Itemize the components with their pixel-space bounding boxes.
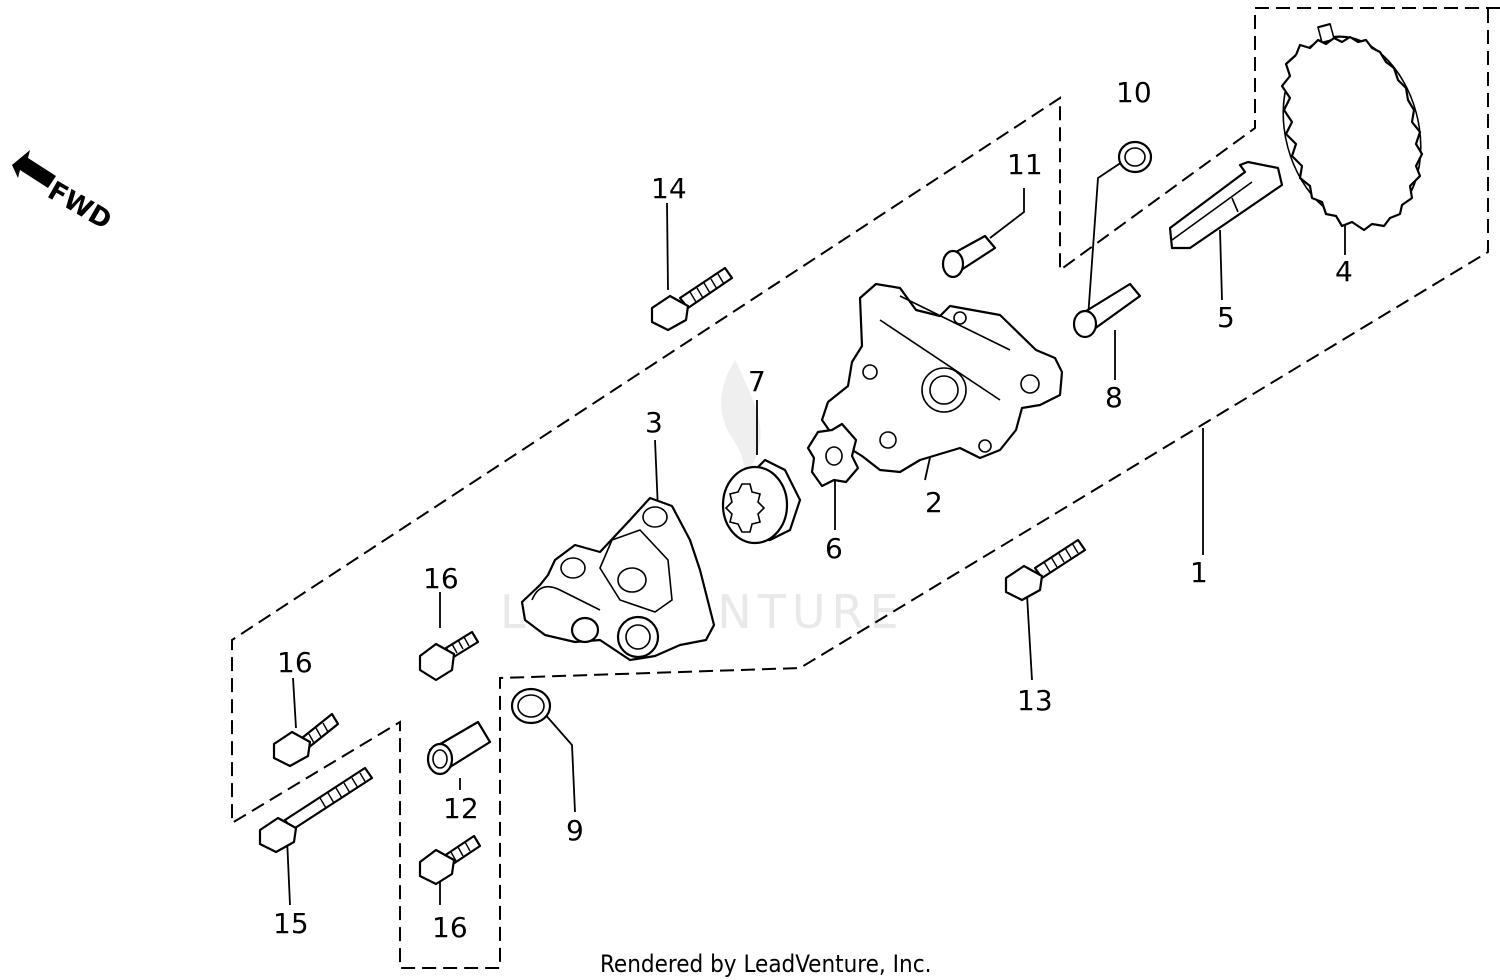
callout-12: 12 [443, 792, 479, 825]
sprocket-teeth [1280, 35, 1424, 232]
dowel-pin-11 [941, 234, 997, 279]
callout-3: 3 [645, 406, 663, 439]
callout-8: 8 [1105, 381, 1123, 414]
callout-7: 7 [748, 365, 766, 398]
callout-1: 1 [1190, 556, 1208, 589]
outer-rotor [721, 458, 802, 545]
bolt-16-left [272, 712, 340, 768]
callout-numbers: 1 2 3 4 5 6 7 8 9 10 11 12 13 14 15 16 1… [273, 76, 1353, 944]
callout-11: 11 [1007, 148, 1043, 181]
o-ring-9 [510, 687, 552, 725]
callout-2: 2 [925, 486, 943, 519]
callout-13: 13 [1017, 684, 1053, 717]
callout-6: 6 [825, 532, 843, 565]
dowel-pin-8 [1072, 282, 1142, 339]
pump-body [820, 282, 1064, 474]
callout-14: 14 [651, 172, 687, 205]
callout-16-upper: 16 [423, 562, 459, 595]
bolt-16-upper [418, 630, 480, 682]
callout-4: 4 [1335, 255, 1353, 288]
callout-16-left: 16 [277, 646, 313, 679]
callout-5: 5 [1217, 301, 1235, 334]
o-ring-10 [1117, 140, 1153, 174]
footer-credit: Rendered by LeadVenture, Inc. [600, 950, 931, 978]
pump-shaft [1168, 160, 1284, 250]
fwd-arrow-icon: FWD [12, 150, 116, 236]
callout-16-lower: 16 [432, 911, 468, 944]
fwd-label: FWD [43, 176, 117, 236]
bolt-16-lower [418, 834, 482, 886]
assembly-boundary [231, 7, 1500, 969]
collar-12 [426, 720, 492, 776]
bolt-15 [258, 766, 374, 854]
callout-9: 9 [566, 814, 584, 847]
pump-cover [520, 496, 716, 662]
bolt-13 [1004, 538, 1087, 602]
inner-rotor [806, 422, 860, 488]
callout-10: 10 [1116, 76, 1152, 109]
bolt-14 [650, 266, 734, 332]
callout-15: 15 [273, 907, 309, 940]
